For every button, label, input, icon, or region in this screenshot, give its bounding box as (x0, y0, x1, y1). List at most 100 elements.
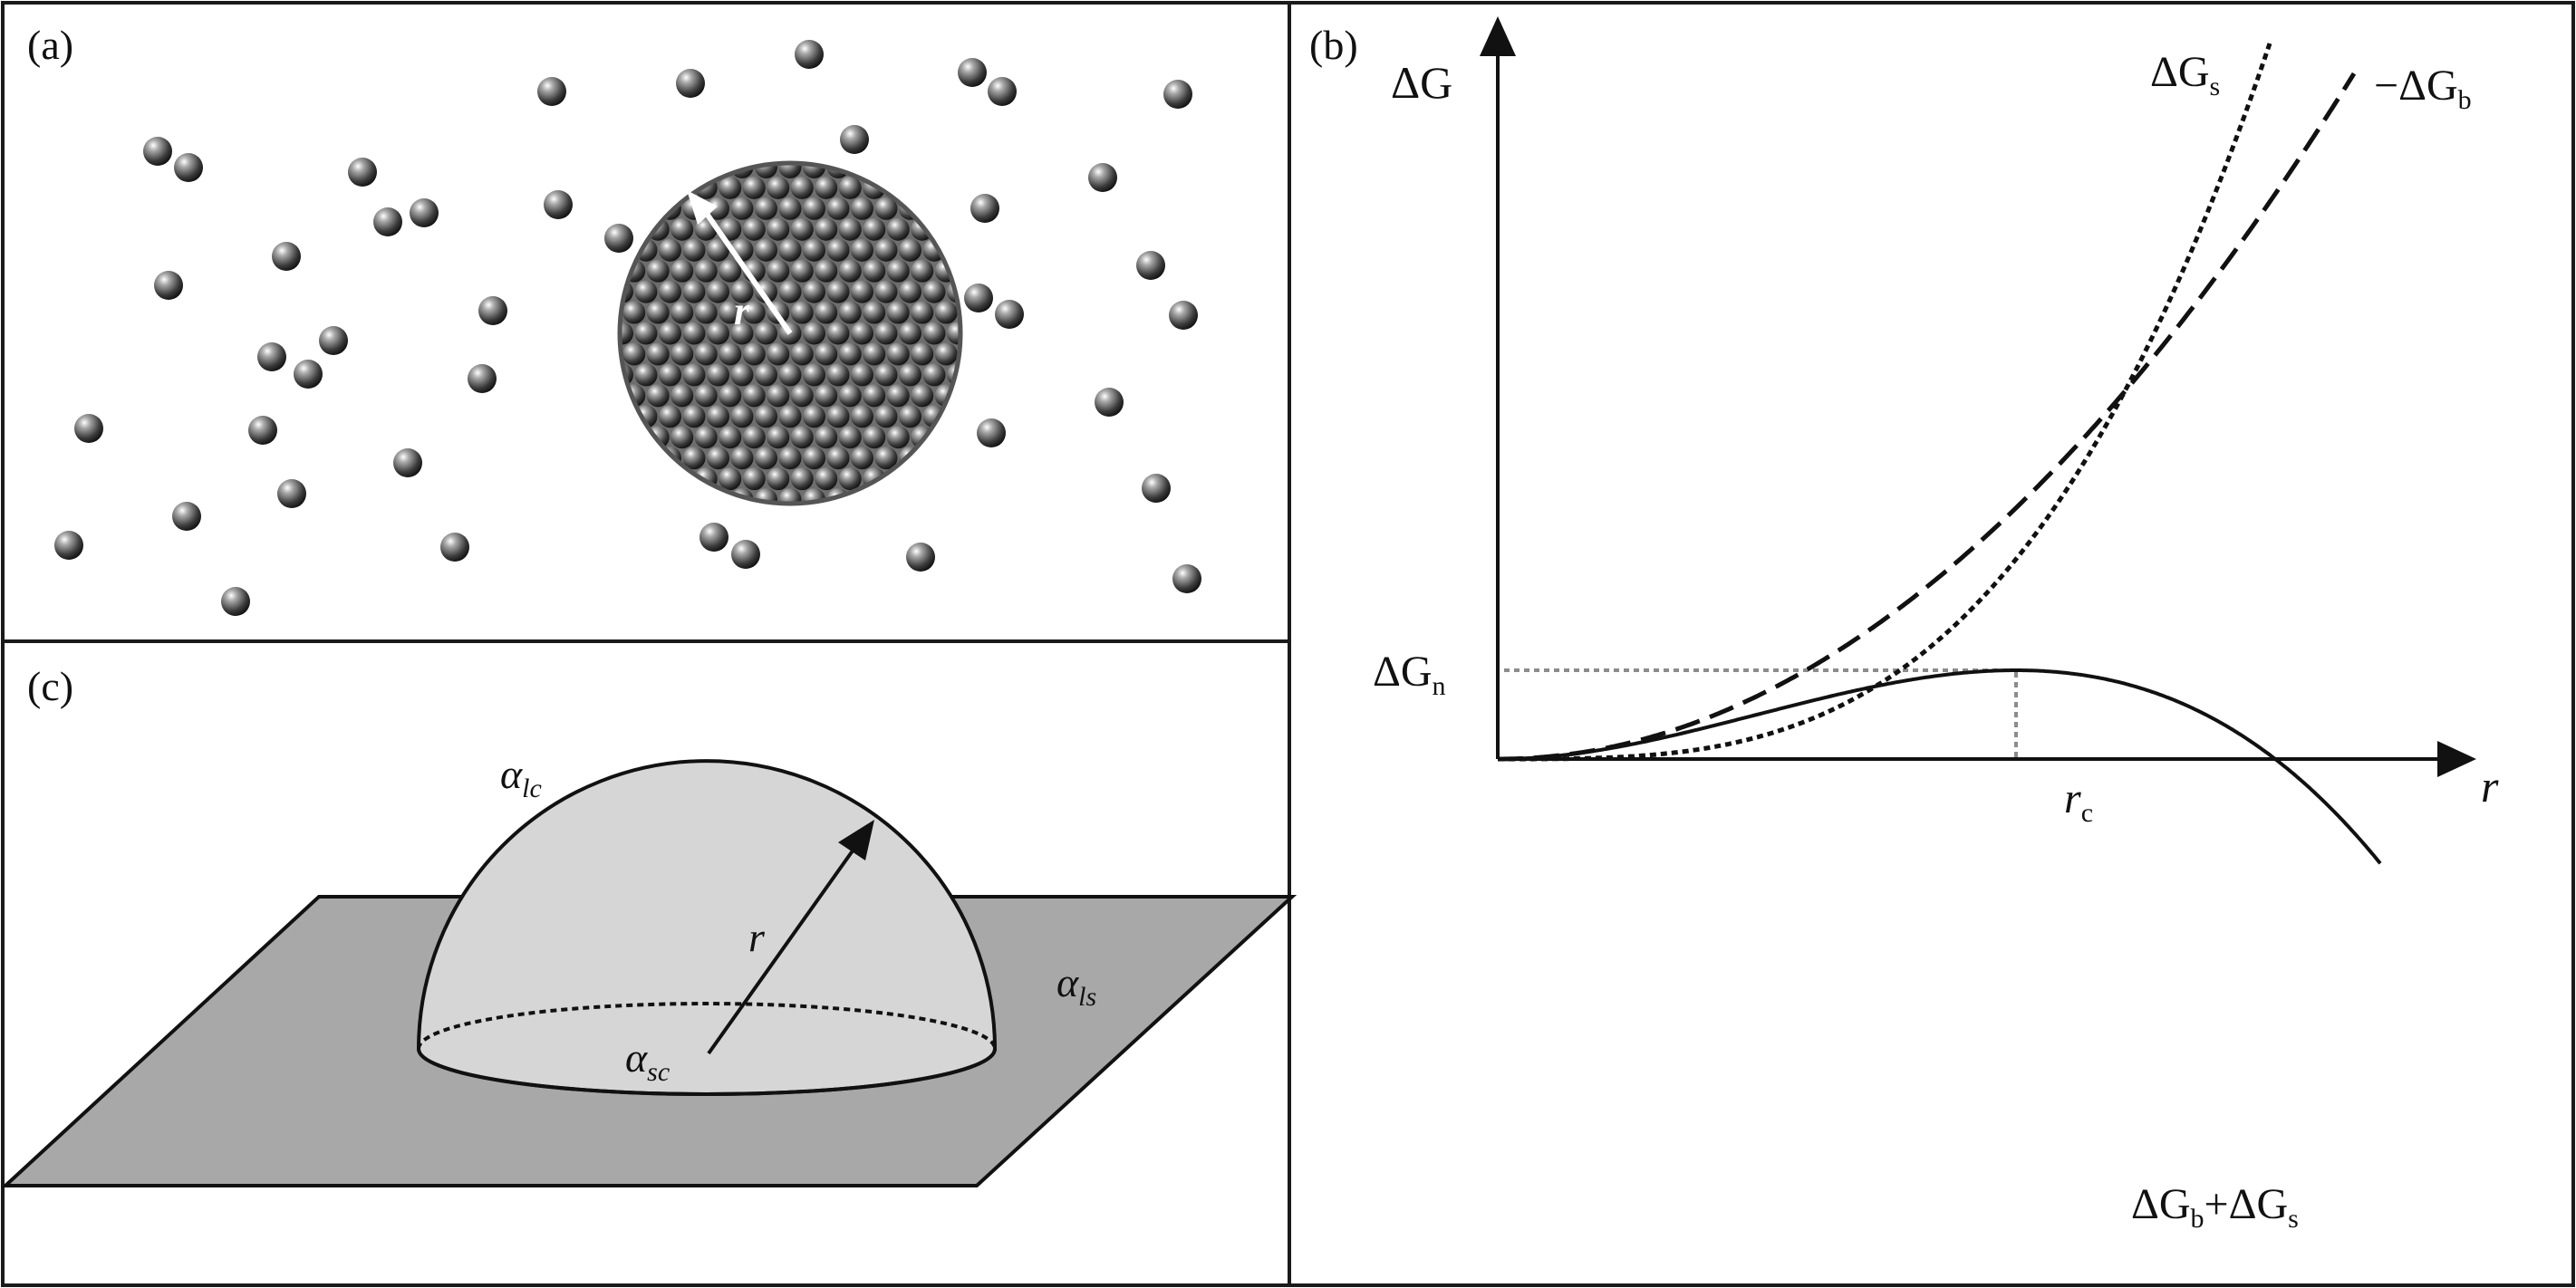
atom (964, 284, 993, 312)
cluster-atom (755, 163, 777, 178)
cluster-atom (838, 176, 862, 199)
alpha-sc-label: αsc (625, 1034, 670, 1087)
cluster-atom (851, 280, 873, 303)
cluster-atom (863, 259, 886, 283)
atom (958, 58, 987, 87)
cluster-atom (634, 363, 658, 387)
cluster-atom (922, 322, 946, 345)
cluster-atom (742, 342, 766, 366)
cluster-atom (646, 259, 670, 283)
cluster-atom (838, 259, 862, 283)
cluster-atom (803, 322, 825, 345)
cluster-atom (863, 426, 886, 449)
cluster-atom (838, 301, 862, 324)
cluster-atom (719, 259, 742, 283)
cluster-atom (646, 384, 670, 408)
cluster-atom (886, 301, 910, 324)
cluster-atom (755, 197, 777, 220)
cluster-atom (911, 301, 934, 324)
cluster-atom (730, 363, 754, 387)
cluster-radius-arrow (687, 190, 793, 335)
cluster-atom (682, 322, 706, 345)
cluster-atom (874, 238, 898, 262)
atom (970, 194, 999, 223)
cap-base-back-edge (417, 1002, 997, 1050)
surface-energy-curve (1498, 43, 2272, 762)
atom (221, 587, 250, 616)
cluster-atom (671, 301, 694, 324)
cluster-atom (659, 447, 681, 470)
cluster-atom (899, 280, 921, 303)
cluster-atom (790, 467, 814, 491)
total-energy-curve (1498, 668, 2382, 865)
cluster-atom (694, 384, 718, 408)
cluster-atom (755, 322, 777, 345)
atom (54, 531, 83, 560)
cluster-atom (755, 488, 777, 504)
cluster-atom (778, 447, 802, 470)
cluster-atom (911, 342, 934, 366)
cluster-atom (742, 301, 766, 324)
cluster-atom (694, 342, 718, 366)
crystal-cluster (617, 160, 963, 506)
cap-radius-label: r (748, 914, 766, 960)
cluster-atom (755, 447, 777, 470)
cluster-atom (778, 405, 802, 428)
cluster-atom (934, 301, 958, 324)
atom (174, 153, 203, 182)
cluster-atom (899, 363, 921, 387)
cluster-atom (634, 322, 658, 345)
cluster-atom (671, 426, 694, 449)
atom (676, 69, 705, 98)
cluster-atom (682, 280, 706, 303)
cluster-atom (899, 405, 921, 428)
cluster-atom (659, 197, 681, 220)
cluster-atom (899, 447, 921, 470)
atom (393, 448, 422, 477)
panel-a-label: (a) (27, 22, 73, 68)
y-axis-label: ΔG (1391, 57, 1452, 108)
cluster-atom (767, 217, 790, 241)
cluster-atom (934, 342, 958, 366)
atom (478, 296, 507, 325)
cluster-atom (886, 259, 910, 283)
cluster-atom (767, 176, 790, 199)
cluster-atom (803, 197, 825, 220)
atom (143, 137, 172, 166)
cluster-atom (803, 488, 825, 504)
cluster-atom (730, 405, 754, 428)
cluster-atom (826, 447, 850, 470)
cluster-atom (767, 384, 790, 408)
cluster-atom (886, 217, 910, 241)
cluster-atom (634, 280, 658, 303)
cluster-atom (899, 238, 921, 262)
atom (988, 77, 1017, 106)
alpha-ls-label: αls (1056, 959, 1096, 1012)
cluster-atom (815, 217, 838, 241)
cluster-atom (790, 384, 814, 408)
cluster-atom (790, 259, 814, 283)
cap-base-front-edge (417, 1048, 997, 1096)
cluster-atom (719, 301, 742, 324)
barrier-label: ΔGn (1373, 648, 1446, 701)
cluster-atom (815, 467, 838, 491)
cluster-atom (874, 447, 898, 470)
atom (1142, 474, 1171, 503)
atom (537, 77, 566, 106)
cluster-atom (886, 342, 910, 366)
atom (172, 502, 201, 531)
atom (544, 190, 573, 219)
atom (1169, 301, 1198, 330)
cluster-atom (826, 197, 850, 220)
cluster-atom (838, 384, 862, 408)
cluster-atom (815, 259, 838, 283)
cluster-atom (767, 426, 790, 449)
atom (74, 414, 103, 443)
cluster-atom (886, 384, 910, 408)
cluster-atom (742, 426, 766, 449)
cluster-atom (826, 280, 850, 303)
atom (995, 300, 1024, 329)
atom (257, 342, 286, 371)
cluster-atom (778, 238, 802, 262)
cluster-atom (815, 301, 838, 324)
